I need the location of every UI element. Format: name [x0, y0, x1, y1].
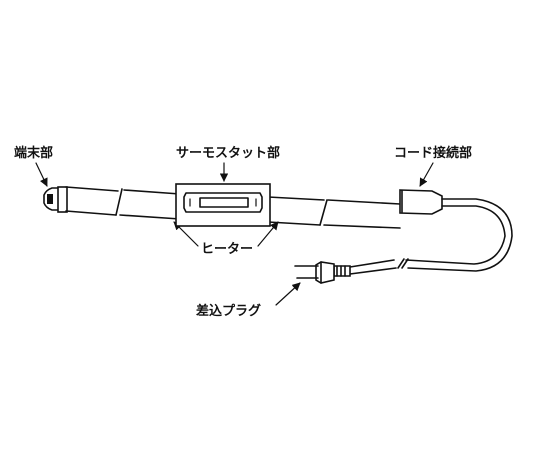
label-heater: ヒーター [201, 242, 253, 257]
heater-tube [65, 186, 401, 229]
plug [294, 261, 351, 284]
arrow-cord-connection [419, 162, 434, 187]
label-plug: 差込プラグ [196, 303, 261, 319]
terminal-end [43, 186, 68, 213]
power-cord [349, 198, 513, 275]
label-cord-connection: コード接続部 [394, 145, 472, 161]
label-terminal: 端末部 [14, 145, 53, 161]
label-thermostat: サーモスタット部 [176, 145, 280, 161]
arrow-heater-right [257, 221, 279, 247]
arrow-plug [275, 282, 301, 306]
thermostat-box [175, 183, 271, 227]
cord-connection-part [399, 189, 443, 215]
arrow-terminal [35, 162, 48, 187]
